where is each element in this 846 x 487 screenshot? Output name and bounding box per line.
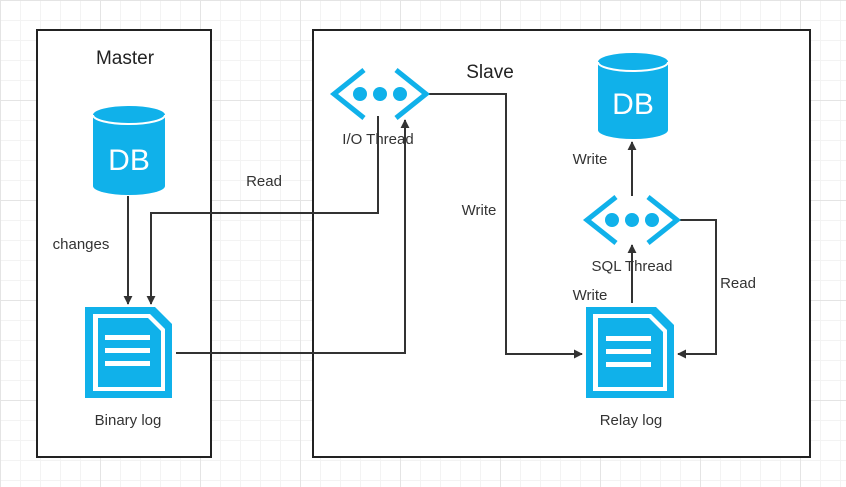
edge-label-changes: changes: [53, 236, 110, 253]
sql-thread-label: SQL Thread: [592, 258, 673, 275]
edge-label-write-db: Write: [573, 151, 608, 168]
relay-log-label: Relay log: [600, 412, 663, 429]
relay-log-icon: [586, 307, 674, 398]
slave-container: [312, 29, 811, 458]
binary-log-icon: [85, 307, 172, 398]
slave-db-icon: DB: [597, 53, 669, 139]
edge-label-write-sql: Write: [573, 287, 608, 304]
slave-title: Slave: [466, 62, 514, 83]
master-db-label: DB: [108, 144, 150, 177]
sql-thread-icon: [582, 195, 682, 245]
binary-log-label: Binary log: [95, 412, 162, 429]
master-title: Master: [96, 48, 155, 69]
edge-binlog-to-io-arrow: [176, 119, 410, 354]
slave-db-label: DB: [612, 88, 654, 121]
edge-write-relay-arrow: [428, 93, 583, 359]
edge-read-io-arrow: [146, 116, 379, 305]
master-db-icon: DB: [92, 106, 166, 195]
edge-label-read-io: Read: [246, 173, 282, 190]
io-thread-icon: [329, 68, 431, 120]
edge-label-write-relay: Write: [462, 202, 497, 219]
edge-label-read-sql: Read: [720, 275, 756, 292]
io-thread-label: I/O Thread: [342, 131, 413, 148]
edge-read-sql-arrow: [677, 219, 717, 359]
